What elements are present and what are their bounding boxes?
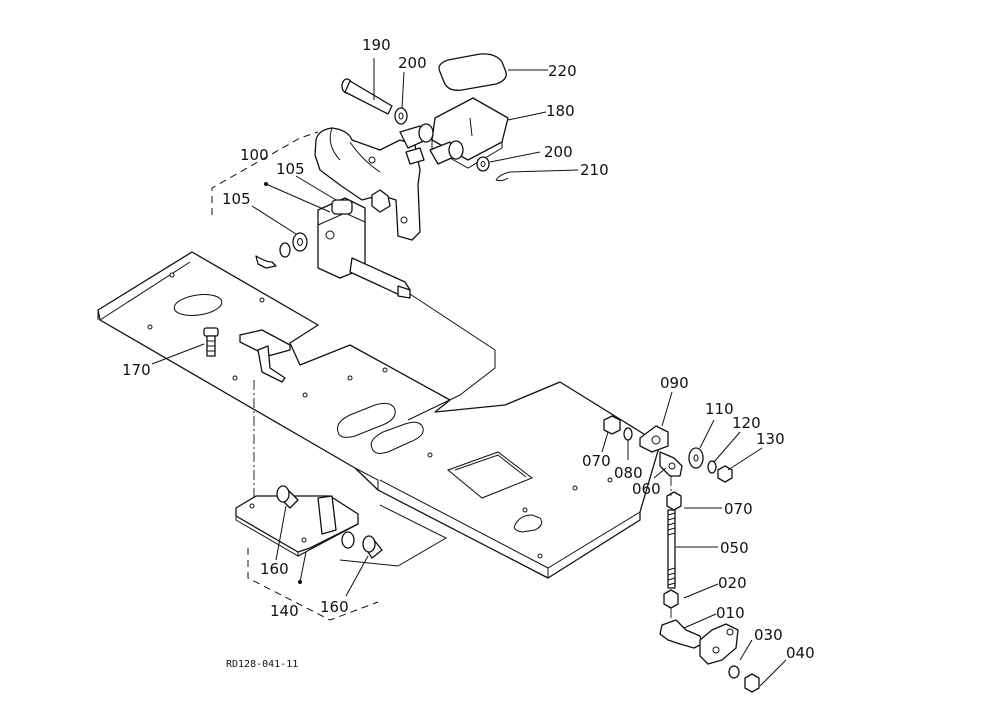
washer-030 (728, 665, 740, 679)
floor-plate (97, 251, 661, 579)
nut-070-lower (666, 491, 682, 511)
rod-end-010 (659, 619, 739, 665)
nut-020 (663, 589, 679, 609)
callout-160-right: 160 (320, 598, 349, 616)
callout-190: 190 (362, 36, 391, 54)
callout-030: 030 (754, 626, 783, 644)
callout-100: 100 (240, 146, 269, 164)
washer-and-pin-left (255, 232, 308, 269)
linkage-path-upper (407, 394, 461, 421)
callout-105-lower: 105 (222, 190, 251, 208)
bolt-170 (203, 327, 219, 357)
callout-040: 040 (786, 644, 815, 662)
callout-220: 220 (548, 62, 577, 80)
rubber-pad-220 (438, 53, 507, 91)
callout-140: 140 (270, 602, 299, 620)
bushing-160-upper (276, 485, 299, 509)
bracket-140 (235, 495, 359, 557)
callout-120: 120 (732, 414, 761, 432)
washer-120 (707, 460, 717, 474)
group-140-boundary (247, 548, 379, 621)
pedal-bracket-100 (317, 197, 496, 396)
callout-090: 090 (660, 374, 689, 392)
callout-130: 130 (756, 430, 785, 448)
callout-050: 050 (720, 539, 749, 557)
callout-200-right: 200 (544, 143, 573, 161)
pin-190 (341, 78, 393, 115)
callout-170: 170 (122, 361, 151, 379)
pedal-arm (314, 127, 421, 241)
nut-070-upper (603, 415, 621, 435)
callout-180: 180 (546, 102, 575, 120)
washers-200-and-bushings (394, 107, 511, 182)
callout-070-upper: 070 (582, 452, 611, 470)
washer-080 (623, 427, 633, 441)
callout-200-top: 200 (398, 54, 427, 72)
callout-080: 080 (614, 464, 643, 482)
callout-105-upper: 105 (276, 160, 305, 178)
washer-110 (688, 447, 704, 469)
ball-joint-060 (659, 451, 683, 477)
leader-lines (151, 58, 787, 687)
linkage-path-lower (339, 504, 448, 567)
callout-110: 110 (705, 400, 734, 418)
callout-070-lower: 070 (724, 500, 753, 518)
rod-050 (667, 509, 676, 589)
plate-bracket (239, 329, 291, 383)
callout-010: 010 (716, 604, 745, 622)
rod-end-090 (639, 425, 669, 453)
drawing-code: RD128-041-11 (226, 659, 298, 670)
group-100-boundary (211, 131, 319, 215)
callout-020: 020 (718, 574, 747, 592)
callout-160-left: 160 (260, 560, 289, 578)
callout-210: 210 (580, 161, 609, 179)
bushing-160-right (341, 531, 383, 559)
nut-040 (744, 673, 760, 693)
callout-060: 060 (632, 480, 661, 498)
